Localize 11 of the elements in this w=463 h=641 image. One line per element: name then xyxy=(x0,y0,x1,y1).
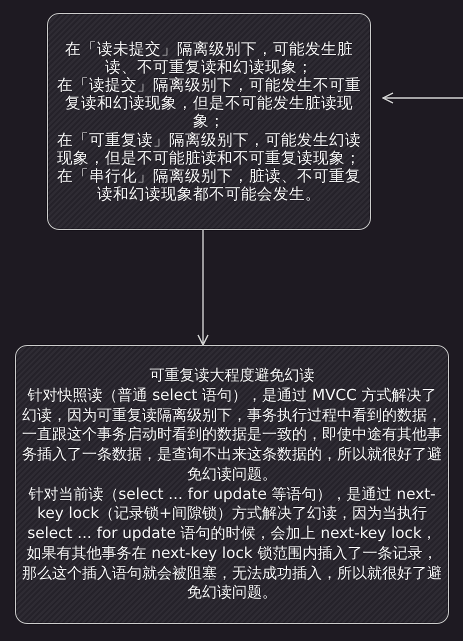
paragraph: 在「可重复读」隔离级别下，可能发生幻读现象，但是不可能脏读和不可重复读现象； xyxy=(56,130,362,167)
paragraph: 在「串行化」隔离级别下，脏读、不可重复读和幻读现象都不可能会发生。 xyxy=(56,166,362,204)
process-box xyxy=(15,345,449,624)
note-box xyxy=(47,13,371,230)
paragraph: 在「读未提交」隔离级别下，可能发生脏读、不可重复读和幻读现象； xyxy=(64,40,354,76)
arrow xyxy=(197,230,209,346)
box-heading: 可重复读大程度避免幻读 xyxy=(148,366,316,386)
paragraph: 针对快照读（普通 select 语句），是通过 MVCC 方式解决了幻读，因为可重复读隔离级别下，事务执行过程中看到的数据，一直跟这个事务启动时看到的数据是一致的，即使中途有其他事务插入了一条数据，是查询不出来这条数据的，所以就很好了避免幻读问题。 xyxy=(21,386,443,484)
paragraph: 针对当前读（select ... for update 等语句），是通过 next-key lock（记录锁+间隙锁）方式解决了幻读，因为当执行 select ... for update 语句的时候，会加上 next-key lock，如果有其他事务在 next-key lock 锁范围内插入了一条记录，那么这个插入语句就会被阻塞，无法成功插入，所以就很好了避免幻读问题。 xyxy=(21,484,443,603)
arrow xyxy=(382,92,463,104)
paragraph: 在「读提交」隔离级别下，可能发生不可重复读和幻读现象，但是不可能发生脏读现象； xyxy=(56,76,362,131)
